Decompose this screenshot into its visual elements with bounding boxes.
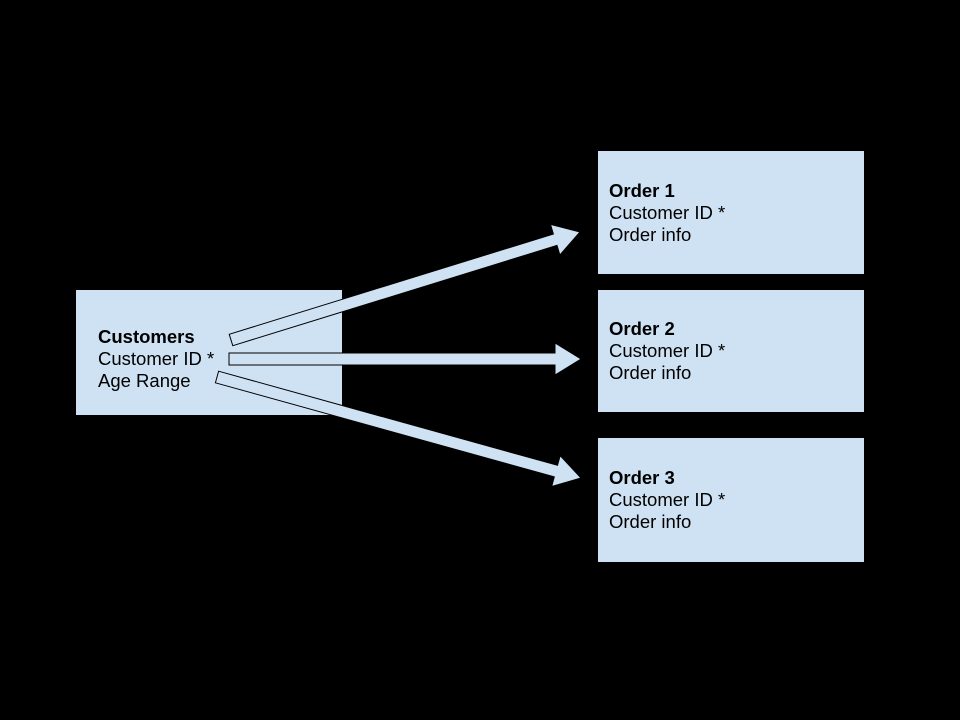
node-customers: Customers Customer ID * Age Range — [75, 289, 343, 416]
node-order-2-title: Order 2 — [609, 318, 675, 339]
node-order-1: Order 1 Customer ID * Order info — [597, 150, 865, 275]
node-order-1-field-attr: Order info — [609, 223, 692, 245]
node-order-3-field-attr: Order info — [609, 511, 692, 532]
node-customers-title: Customers — [98, 325, 195, 347]
node-order-1-title: Order 1 — [609, 179, 675, 201]
node-order-1-field-key: Customer ID * — [609, 201, 726, 223]
node-order-2: Order 2 Customer ID * Order info — [597, 289, 865, 413]
node-order-3-title: Order 3 — [609, 467, 675, 488]
node-customers-field-attr: Age Range — [98, 369, 191, 391]
node-order-2-field-attr: Order info — [609, 362, 692, 383]
node-order-3-field-key: Customer ID * — [609, 489, 726, 510]
node-order-2-field-key: Customer ID * — [609, 340, 726, 361]
node-customers-field-key: Customer ID * — [98, 347, 215, 369]
node-order-3: Order 3 Customer ID * Order info — [597, 437, 865, 563]
